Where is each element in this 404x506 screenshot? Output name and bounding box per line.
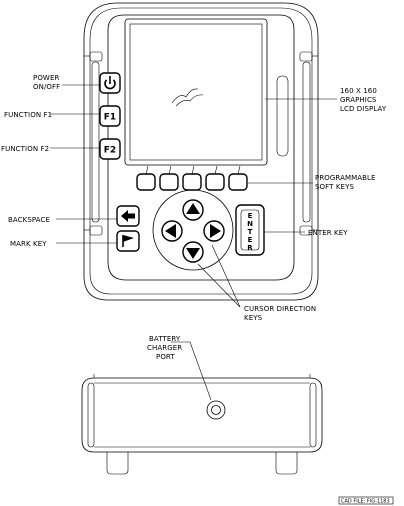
soft-key-2[interactable] [160, 174, 178, 190]
enter-letter-2: N [247, 220, 253, 228]
backspace-label: BACKSPACE [8, 216, 50, 224]
cursor-up-button[interactable] [183, 200, 203, 220]
battery-charger-port [207, 401, 225, 419]
soft-key-3[interactable] [183, 174, 201, 190]
display-label-line1: 160 X 160 [340, 87, 377, 95]
mark-button[interactable] [117, 231, 139, 251]
cursor-label-line2: KEYS [244, 314, 263, 322]
battery-label-line2: CHARGER [147, 344, 182, 352]
function-f1-label: FUNCTION F1 [4, 111, 52, 119]
soft-key-4[interactable] [206, 174, 224, 190]
device-bottom-view [82, 374, 322, 474]
f1-label: F1 [104, 113, 116, 123]
lcd-display [125, 19, 267, 165]
soft-keys [137, 166, 247, 190]
soft-key-1[interactable] [137, 174, 155, 190]
power-button[interactable] [100, 73, 120, 93]
cursor-right-button[interactable] [204, 221, 224, 241]
cad-file-footer: CAD FILE: FIG-1183 [339, 497, 393, 505]
power-label-line1: POWER [33, 74, 59, 82]
f2-button[interactable]: F2 [100, 139, 120, 159]
soft-key-5[interactable] [229, 174, 247, 190]
softkeys-label-line1: PROGRAMMABLE [315, 174, 376, 182]
battery-label-line3: PORT [156, 353, 175, 361]
f2-label: F2 [104, 146, 116, 156]
softkeys-label-line2: SOFT KEYS [315, 183, 354, 191]
cursor-down-button[interactable] [183, 242, 203, 262]
function-f2-label: FUNCTION F2 [1, 145, 49, 153]
cursor-pad [153, 190, 233, 270]
enter-letter-1: E [248, 212, 253, 220]
enter-letter-3: T [248, 228, 253, 236]
bird-logo-icon [172, 89, 203, 106]
enter-letter-5: R [247, 244, 253, 252]
mark-key-label: MARK KEY [10, 240, 47, 248]
display-label-line2: GRAPHICS [340, 96, 377, 104]
cursor-left-button[interactable] [162, 221, 182, 241]
cursor-label-line1: CURSOR DIRECTION [244, 305, 316, 313]
f1-button[interactable]: F1 [100, 106, 120, 126]
enter-letter-4: E [248, 236, 253, 244]
enter-key-label: ENTER KEY [308, 229, 348, 237]
power-label-line2: ON/OFF [33, 83, 60, 91]
enter-button[interactable]: E N T E R [236, 205, 264, 255]
cad-file-label: CAD FILE: FIG-1183 [341, 499, 390, 505]
battery-label-line1: BATTERY [149, 335, 181, 343]
backspace-button[interactable] [117, 206, 139, 226]
display-label-line3: LCD DISPLAY [340, 105, 387, 113]
